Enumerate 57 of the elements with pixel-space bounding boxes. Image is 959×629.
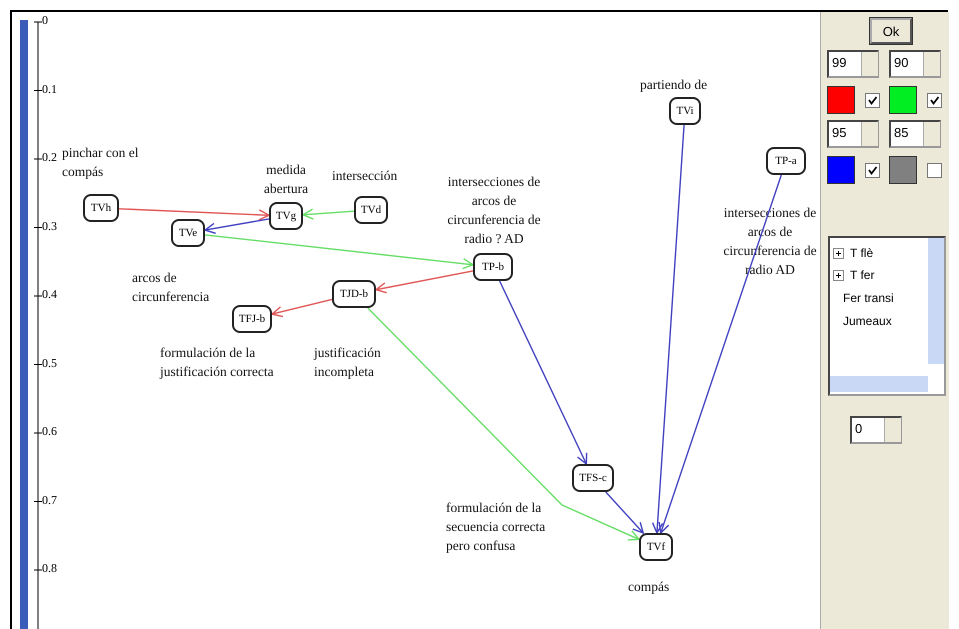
node-description: partiendo de <box>640 76 708 94</box>
node-box <box>572 464 614 492</box>
node-code: TVg <box>276 210 296 222</box>
axis-tick-label: 0.8 <box>42 561 57 576</box>
tree-item: T flè <box>850 246 874 260</box>
node-box <box>354 196 388 224</box>
node-box <box>332 280 376 308</box>
axis-tick-label: 0.6 <box>42 424 57 439</box>
arrow <box>499 280 588 465</box>
tree-item: T fer <box>850 268 874 282</box>
node-description: intersecciones de arcos de circunferencia de radio ? AD <box>446 173 542 248</box>
node-code: TVf <box>646 541 666 553</box>
axis-tick-label: 0.2 <box>42 150 57 165</box>
node-box <box>473 253 513 281</box>
arrow <box>204 218 270 234</box>
node-description: justificación incompleta <box>314 344 382 381</box>
arrow <box>652 124 685 534</box>
axis-tick-label: 0.4 <box>42 287 57 302</box>
node-code: TP-a <box>775 155 797 167</box>
node-description: compás <box>628 578 670 596</box>
arrow <box>302 208 354 220</box>
node-code: TVe <box>178 227 198 239</box>
axis-tick-label: 0.7 <box>42 492 57 508</box>
axis-tick-label: 0.5 <box>42 356 57 370</box>
node-box <box>269 202 303 230</box>
axis-tick-label: 0 <box>42 13 48 28</box>
tree-item: Fer transi <box>843 291 894 305</box>
arrow <box>118 208 270 221</box>
node-description: formulación de la secuencia correcta pero confusa <box>446 499 546 555</box>
node-code: TVd <box>360 204 382 216</box>
node-box <box>232 305 272 333</box>
arrow <box>605 492 644 534</box>
node-box <box>639 533 673 561</box>
node-code: TVi <box>676 105 694 117</box>
node-code: TVh <box>90 202 112 214</box>
node-description: formulación de la justificación correcta <box>160 344 275 381</box>
arrow <box>204 234 474 270</box>
node-code: TFS-c <box>579 472 607 484</box>
arrow <box>367 308 640 541</box>
arrow <box>658 174 782 534</box>
axis-tick-label: 0.3 <box>42 218 57 234</box>
node-description: pinchar con el compás <box>62 144 140 181</box>
node-code: TP-b <box>482 261 504 273</box>
ok-button: Ok <box>870 18 912 44</box>
node-code: TJD-b <box>340 288 368 300</box>
node-description: intersección <box>332 167 398 185</box>
node-description: arcos de circunferencia <box>132 269 210 306</box>
axis-tick-label: 0.1 <box>42 82 57 96</box>
node-box <box>669 97 701 125</box>
arrow <box>375 270 474 294</box>
node-box <box>766 147 806 175</box>
node-box <box>83 194 119 222</box>
node-box <box>171 219 205 247</box>
tree-item: Jumeaux <box>843 314 892 328</box>
node-description: medida abertura <box>262 161 310 198</box>
node-code: TFJ-b <box>238 313 266 325</box>
arrow <box>271 298 332 318</box>
